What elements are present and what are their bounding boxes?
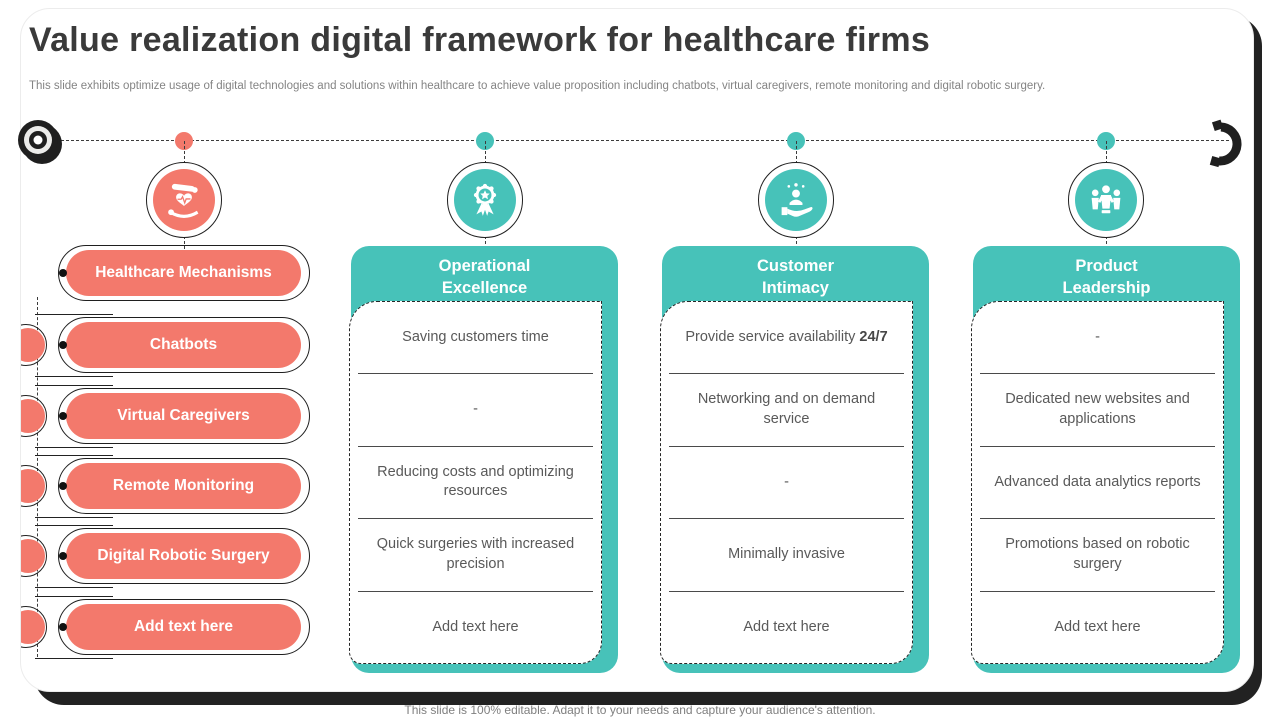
pill-dot — [59, 482, 67, 490]
pill-remote-monitoring: Remote Monitoring — [66, 463, 301, 509]
column-customer-intimacy: Customer Intimacy Provide service availa… — [660, 246, 929, 673]
bracket-line — [35, 447, 113, 448]
milestone-circle — [447, 162, 523, 238]
column-header: Operational Excellence — [438, 257, 531, 298]
cell: Minimally invasive — [728, 546, 845, 563]
column-card: Saving customers time - Reducing costs a… — [349, 301, 602, 664]
slide: Value realization digital framework for … — [20, 8, 1254, 692]
row-separator — [669, 373, 904, 375]
award-medal-icon — [454, 169, 516, 231]
row-separator — [669, 518, 904, 520]
bracket-line — [35, 658, 113, 659]
column-card: - Dedicated new websites and application… — [971, 301, 1224, 664]
row-separator — [980, 590, 1215, 592]
cell-add-text[interactable]: Add text here — [1054, 618, 1141, 635]
cell: Dedicated new websites and applications — [1005, 391, 1190, 428]
pill-dot — [59, 552, 67, 560]
bracket-line — [35, 525, 113, 526]
pill-dot — [59, 341, 67, 349]
pill-chatbots: Chatbots — [66, 322, 301, 368]
pill-dot — [59, 269, 67, 277]
cell: Promotions based on robotic surgery — [1005, 536, 1190, 572]
pill-healthcare-mechanisms: Healthcare Mechanisms — [66, 250, 301, 296]
cell: Advanced data analytics reports — [994, 473, 1201, 490]
row-separator — [980, 373, 1215, 375]
pill-dot — [59, 623, 67, 631]
hands-heart-icon — [153, 169, 215, 231]
row-separator — [358, 518, 593, 520]
bracket-line — [35, 385, 113, 386]
column-header: Product Leadership — [1062, 257, 1151, 298]
pill-outline — [58, 388, 310, 444]
cell: - — [784, 473, 789, 490]
row-separator — [358, 590, 593, 592]
bracket-line — [35, 596, 113, 597]
pill-virtual-caregivers: Virtual Caregivers — [66, 393, 301, 439]
bracket-line — [35, 376, 113, 377]
pill-digital-robotic-surgery: Digital Robotic Surgery — [66, 533, 301, 579]
timeline-dashed-line — [61, 140, 1229, 141]
pill-add-text-here[interactable]: Add text here — [66, 604, 301, 650]
team-icon — [1075, 169, 1137, 231]
customer-in-hand-icon — [765, 169, 827, 231]
target-donut-icon — [14, 116, 66, 173]
pill-outline — [58, 458, 310, 514]
row-separator — [358, 373, 593, 375]
milestone-circle — [146, 162, 222, 238]
curved-arrow-icon — [1207, 115, 1253, 180]
pill-outline — [58, 317, 310, 373]
row-separator — [669, 590, 904, 592]
row-separator — [980, 518, 1215, 520]
bracket-line — [35, 314, 113, 315]
cell: Reducing costs and optimizing resources — [377, 463, 574, 500]
slide-title: Value realization digital framework for … — [29, 21, 931, 59]
cell: Saving customers time — [402, 328, 549, 345]
cell: Quick surgeries with increased precision — [376, 536, 575, 572]
slide-footer-note: This slide is 100% editable. Adapt it to… — [404, 703, 876, 717]
cell-add-text[interactable]: Add text here — [432, 618, 519, 635]
milestone-circle — [1068, 162, 1144, 238]
cell: Networking and on demand service — [697, 391, 876, 428]
row-separator — [669, 445, 904, 447]
row-separator — [980, 445, 1215, 447]
row-separator — [358, 445, 593, 447]
pill-outline — [58, 528, 310, 584]
slide-subtitle: This slide exhibits optimize usage of di… — [29, 80, 1046, 92]
pill-outline — [58, 245, 310, 301]
pill-outline — [58, 599, 310, 655]
column-operational-excellence: Operational Excellence Saving customers … — [349, 246, 618, 673]
milestone-circle — [758, 162, 834, 238]
cell: - — [473, 401, 478, 418]
cell-add-text[interactable]: Add text here — [743, 618, 830, 635]
cell: - — [1095, 328, 1100, 345]
bracket-line — [35, 455, 113, 456]
bracket-line — [35, 587, 113, 588]
bracket-line — [35, 517, 113, 518]
pill-dot — [59, 412, 67, 420]
column-product-leadership: Product Leadership - Dedicated new websi… — [971, 246, 1240, 673]
column-header: Customer Intimacy — [756, 257, 834, 298]
